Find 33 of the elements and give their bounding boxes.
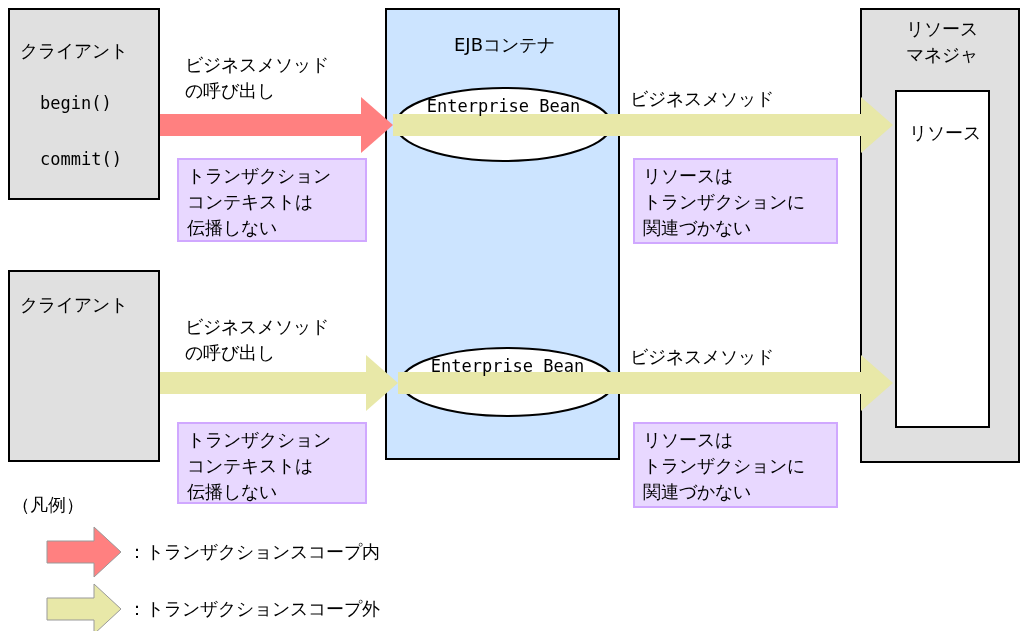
node-label: クライアント xyxy=(20,39,128,63)
resource-box xyxy=(895,90,990,428)
legend-label: ：トランザクションスコープ外 xyxy=(128,597,380,621)
node-label: リソース xyxy=(907,121,982,145)
note-box xyxy=(177,422,367,504)
resource-manager-box xyxy=(860,8,1020,463)
block-arrow xyxy=(398,355,893,411)
node-label: トランザクションコンテキストは伝播しない xyxy=(187,164,331,240)
node-label: EJBコンテナ xyxy=(453,33,556,57)
client-box xyxy=(8,8,160,200)
node-label: リソースはトランザクションに関連づかない xyxy=(643,164,805,240)
edge-label: ビジネスメソッド xyxy=(630,87,774,111)
client-box xyxy=(8,270,160,462)
note-box xyxy=(633,422,838,508)
node-label: クライアント xyxy=(20,293,128,317)
node-label: リソースはトランザクションに関連づかない xyxy=(643,428,805,504)
node-label: Enterprise Bean xyxy=(429,355,586,378)
legend-label: ：トランザクションスコープ内 xyxy=(128,540,380,564)
container-box xyxy=(385,8,620,460)
note-box xyxy=(177,158,367,242)
block-arrow xyxy=(160,97,393,153)
node-label: トランザクションコンテキストは伝播しない xyxy=(187,428,331,504)
block-arrow xyxy=(160,355,398,411)
note-box xyxy=(633,158,838,244)
node-label: リソースマネジャ xyxy=(905,17,979,67)
node-label: commit() xyxy=(40,148,122,171)
block-arrow xyxy=(393,97,893,153)
edge-label: ビジネスメソッドの呼び出し xyxy=(185,315,329,365)
legend-title: （凡例） xyxy=(12,493,84,517)
node-label: Enterprise Bean xyxy=(425,95,582,118)
edge-label: ビジネスメソッドの呼び出し xyxy=(185,53,329,103)
edge-label: ビジネスメソッド xyxy=(630,345,774,369)
node-label: begin() xyxy=(40,92,112,115)
